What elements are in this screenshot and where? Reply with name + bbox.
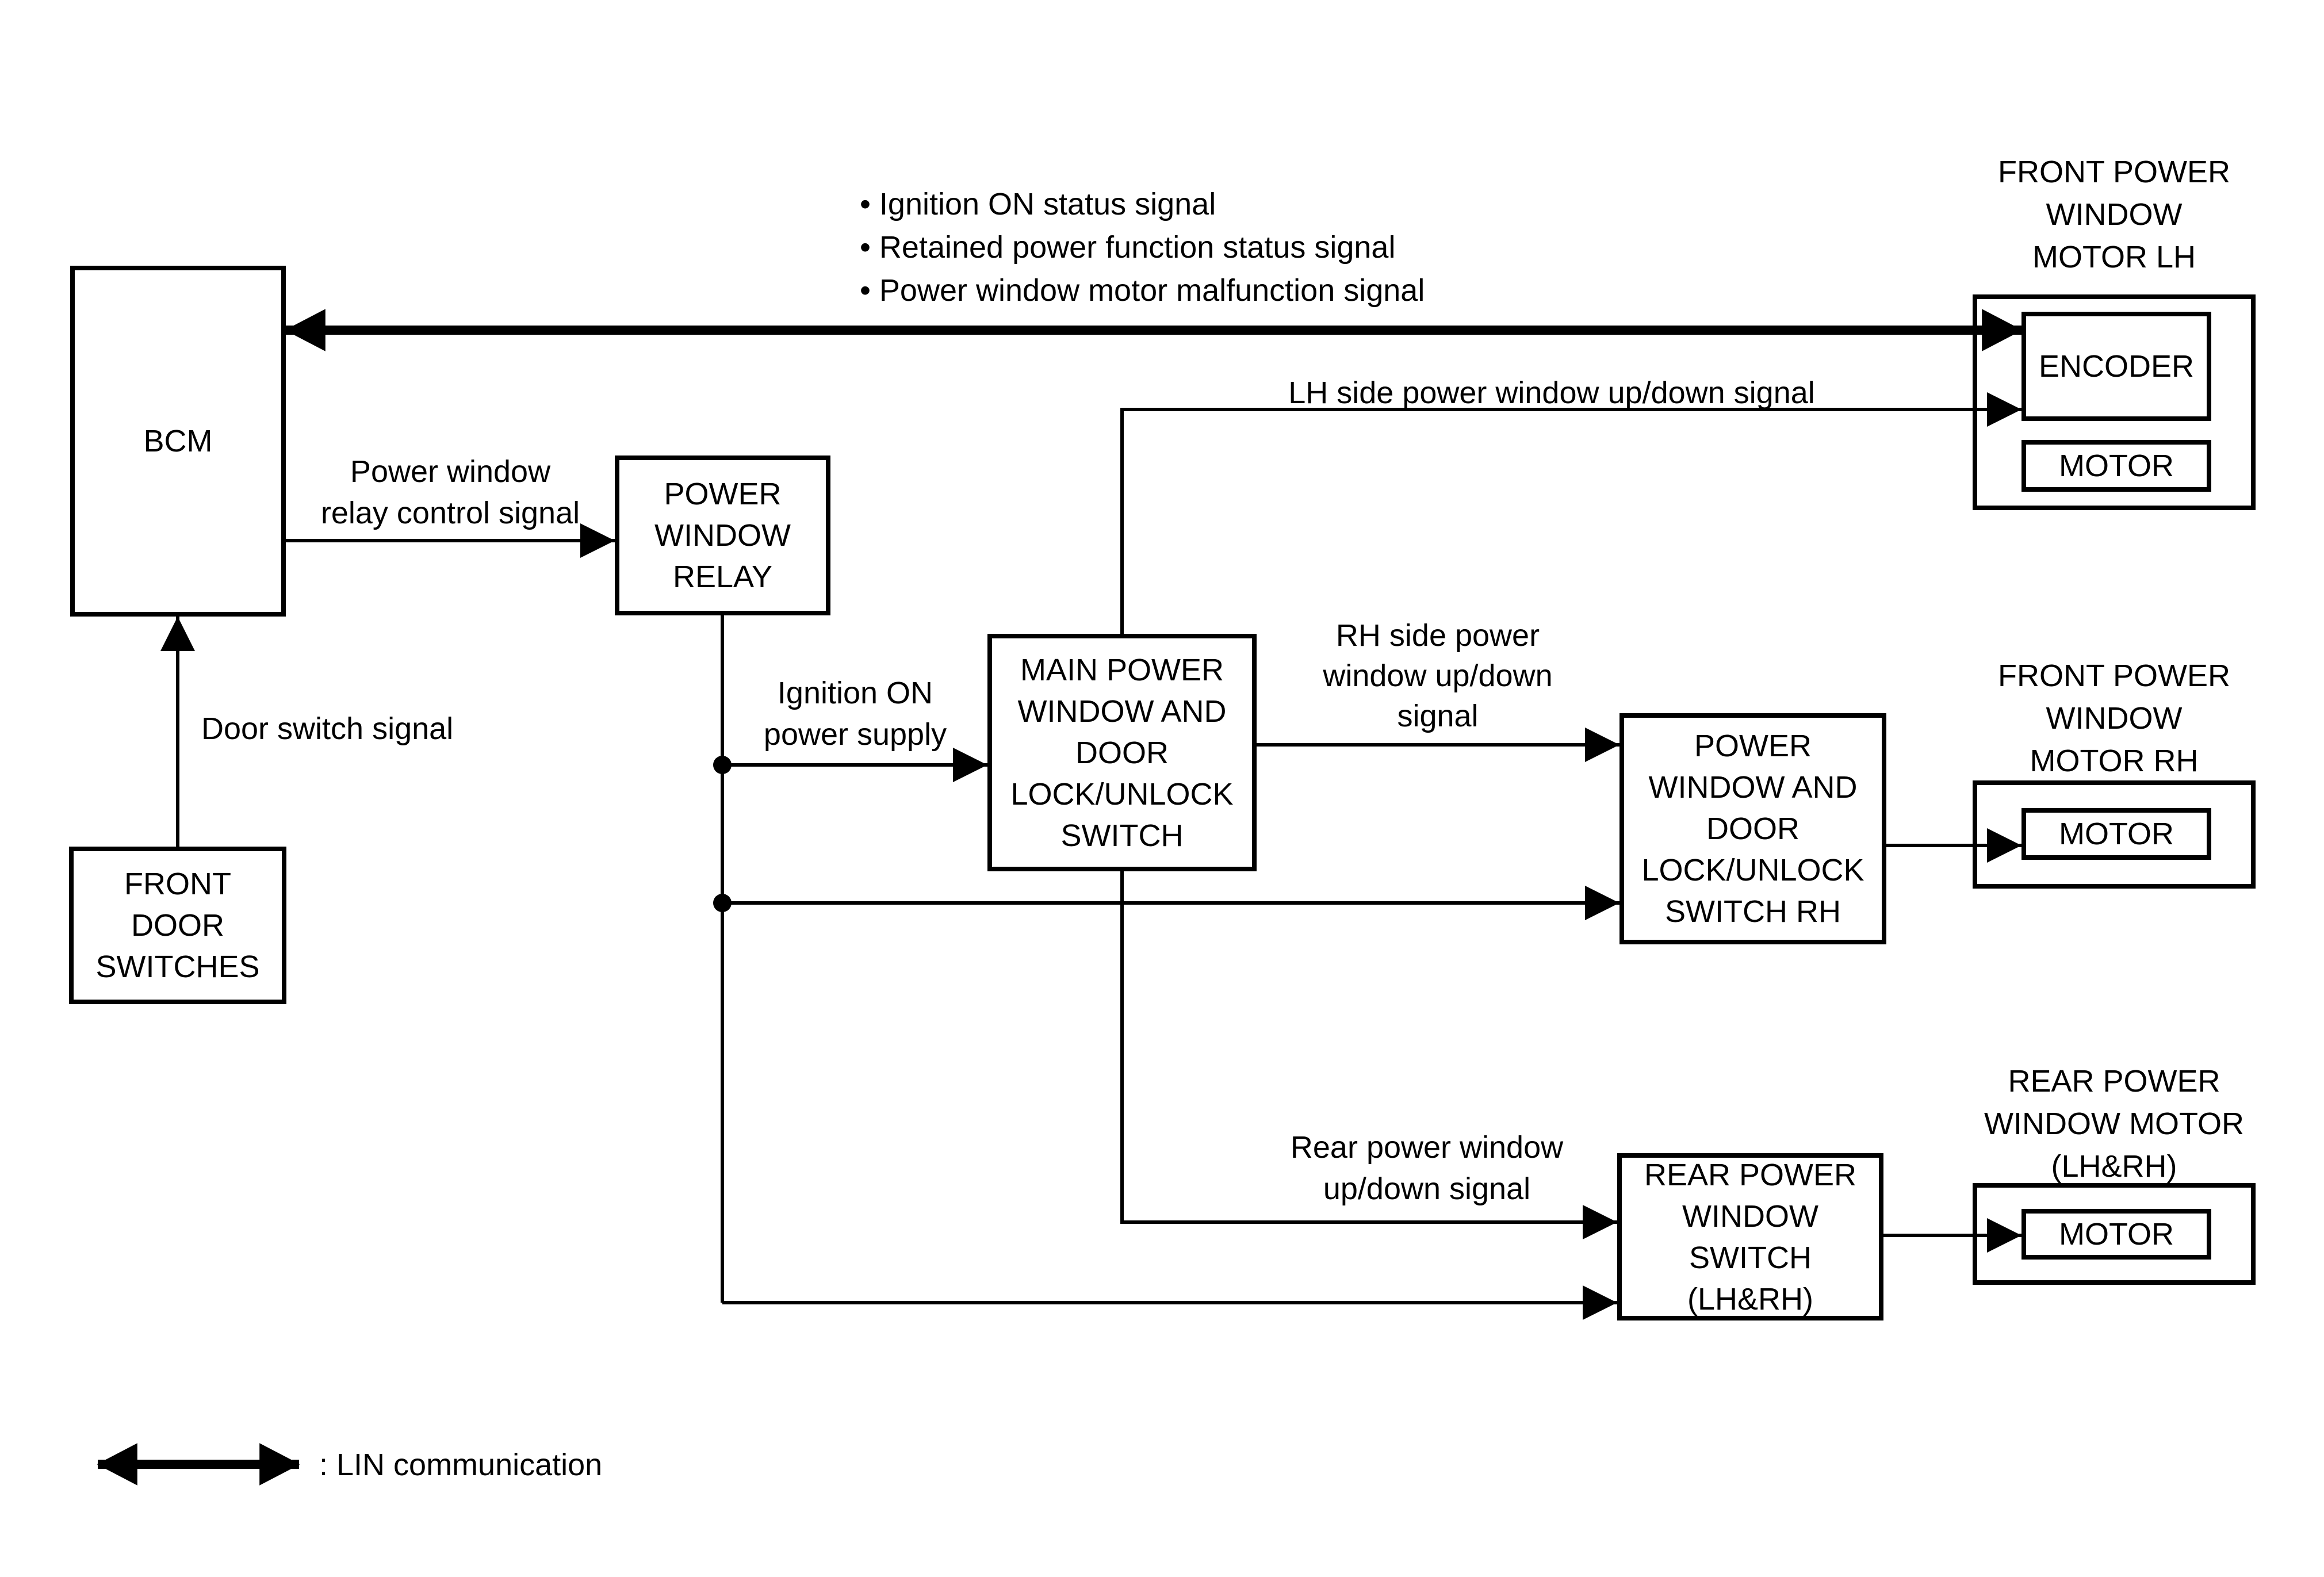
lin-signal-bullet-3: • Power window motor malfunction signal bbox=[860, 273, 1425, 308]
relay-control-signal-label: Power window relay control signal bbox=[320, 454, 580, 530]
main-switch-box: MAIN POWER WINDOW AND DOOR LOCK/UNLOCK S… bbox=[987, 634, 1257, 871]
main-switch-label: MAIN POWER WINDOW AND DOOR LOCK/UNLOCK S… bbox=[1010, 652, 1234, 853]
lin-signal-bullet-2: • Retained power function status signal bbox=[860, 230, 1396, 265]
lh-updown-signal-line bbox=[1120, 392, 2021, 634]
front-motor-rh-unit-label: FRONT POWER WINDOW MOTOR RH bbox=[1998, 659, 2230, 778]
rear-motor-unit-box bbox=[1973, 1183, 2256, 1285]
rh-updown-signal-label: RH side power window up/down signal bbox=[1323, 618, 1553, 733]
lh-updown-signal-label: LH side power window up/down signal bbox=[1288, 376, 1815, 410]
rear-motor-unit-label: REAR POWER WINDOW MOTOR (LH&RH) bbox=[1984, 1064, 2244, 1184]
power-window-relay-box: POWER WINDOW RELAY bbox=[615, 456, 830, 615]
front-motor-rh-unit-box bbox=[1973, 780, 2256, 889]
rear-updown-signal-line bbox=[1120, 871, 1617, 1239]
front-motor-lh-unit-label: FRONT POWER WINDOW MOTOR LH bbox=[1998, 155, 2230, 274]
bcm-label: BCM bbox=[143, 424, 213, 458]
bcm-box: BCM bbox=[70, 266, 286, 617]
rear-motor-box: MOTOR bbox=[2021, 1209, 2211, 1260]
motor-lh-label: MOTOR bbox=[2059, 449, 2174, 483]
motor-rh-box: MOTOR bbox=[2021, 808, 2211, 860]
front-door-switches-label: FRONT DOOR SWITCHES bbox=[95, 867, 260, 984]
rear-switch-label: REAR POWER WINDOW SWITCH (LH&RH) bbox=[1644, 1157, 1857, 1316]
front-door-switches-box: FRONT DOOR SWITCHES bbox=[69, 847, 286, 1004]
encoder-box: ENCODER bbox=[2021, 312, 2211, 421]
front-motor-lh-unit-box bbox=[1973, 294, 2256, 510]
switch-rh-box: POWER WINDOW AND DOOR LOCK/UNLOCK SWITCH… bbox=[1619, 713, 1886, 944]
motor-lh-box: MOTOR bbox=[2021, 440, 2211, 492]
ignition-supply-label: Ignition ON power supply bbox=[763, 676, 947, 752]
door-switch-signal-label: Door switch signal bbox=[201, 711, 454, 746]
motor-rh-label: MOTOR bbox=[2059, 817, 2174, 851]
lin-signal-bullet-1: • Ignition ON status signal bbox=[860, 187, 1216, 221]
rear-motor-label: MOTOR bbox=[2059, 1217, 2174, 1251]
legend-lin-text: : LIN communication bbox=[319, 1448, 603, 1482]
rear-updown-signal-label: Rear power window up/down signal bbox=[1290, 1130, 1564, 1206]
encoder-label: ENCODER bbox=[2038, 349, 2195, 384]
power-window-relay-label: POWER WINDOW RELAY bbox=[654, 477, 791, 594]
switch-rh-label: POWER WINDOW AND DOOR LOCK/UNLOCK SWITCH… bbox=[1641, 729, 1864, 929]
rear-switch-box: REAR POWER WINDOW SWITCH (LH&RH) bbox=[1617, 1153, 1883, 1320]
